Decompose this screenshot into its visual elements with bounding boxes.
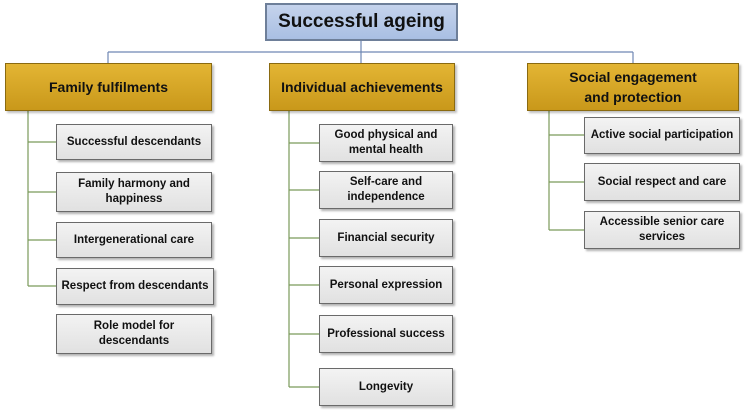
category-social-engagement: Social engagement and protection bbox=[527, 63, 739, 111]
leaf-active-social-participation: Active social participation bbox=[584, 117, 740, 154]
leaf-physical-mental-health: Good physical and mental health bbox=[319, 124, 453, 162]
leaf-family-harmony: Family harmony and happiness bbox=[56, 172, 212, 212]
root-node: Successful ageing bbox=[265, 3, 458, 41]
category-family-fulfilments: Family fulfilments bbox=[5, 63, 212, 111]
leaf-financial-security: Financial security bbox=[319, 219, 453, 257]
leaf-longevity: Longevity bbox=[319, 368, 453, 406]
leaf-professional-success: Professional success bbox=[319, 315, 453, 353]
leaf-accessible-senior-care: Accessible senior care services bbox=[584, 211, 740, 249]
leaf-successful-descendants: Successful descendants bbox=[56, 124, 212, 160]
leaf-personal-expression: Personal expression bbox=[319, 266, 453, 304]
leaf-role-model: Role model for descendants bbox=[56, 314, 212, 354]
category-individual-achievements: Individual achievements bbox=[269, 63, 455, 111]
leaf-respect-from-descendants: Respect from descendants bbox=[56, 268, 214, 305]
leaf-self-care-independence: Self-care and independence bbox=[319, 171, 453, 209]
leaf-social-respect-care: Social respect and care bbox=[584, 163, 740, 201]
leaf-intergenerational-care: Intergenerational care bbox=[56, 222, 212, 258]
